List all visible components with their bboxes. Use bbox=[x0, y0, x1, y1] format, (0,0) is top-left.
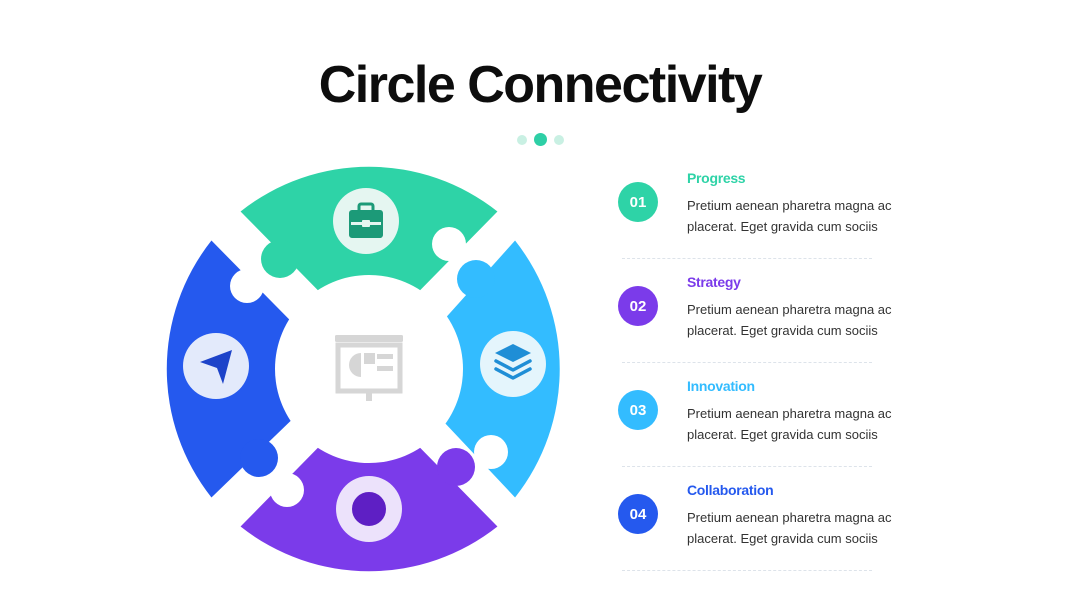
divider bbox=[622, 258, 872, 259]
item-description: Pretium aenean pharetra magna ac placera… bbox=[687, 302, 892, 338]
puzzle-knob bbox=[261, 240, 299, 278]
puzzle-knob bbox=[457, 260, 495, 298]
presentation-board-icon bbox=[335, 335, 403, 401]
divider bbox=[622, 362, 872, 363]
list-item: 03 Innovation Pretium aenean pharetra ma… bbox=[618, 372, 918, 476]
pie-chart-icon bbox=[352, 492, 386, 526]
puzzle-socket bbox=[270, 473, 304, 507]
number-badge: 04 bbox=[618, 494, 658, 534]
item-title: Innovation bbox=[687, 378, 755, 394]
icon-badge bbox=[480, 331, 546, 397]
item-title: Strategy bbox=[687, 274, 741, 290]
number-badge: 03 bbox=[618, 390, 658, 430]
pagination-dot[interactable] bbox=[516, 134, 527, 145]
center-disk bbox=[275, 275, 463, 463]
pagination-dot-active[interactable] bbox=[533, 133, 547, 146]
briefcase-icon bbox=[349, 202, 383, 238]
item-title: Progress bbox=[687, 170, 746, 186]
navigation-arrow-icon bbox=[200, 350, 232, 384]
layers-icon bbox=[494, 344, 532, 380]
list-item: 04 Collaboration Pretium aenean pharetra… bbox=[618, 476, 918, 580]
puzzle-knob bbox=[240, 439, 278, 477]
item-title: Collaboration bbox=[687, 482, 774, 498]
item-description: Pretium aenean pharetra magna ac placera… bbox=[687, 198, 892, 234]
item-description: Pretium aenean pharetra magna ac placera… bbox=[687, 510, 892, 546]
puzzle-socket bbox=[474, 435, 508, 469]
divider bbox=[622, 570, 872, 571]
number-badge: 02 bbox=[618, 286, 658, 326]
list-item: 02 Strategy Pretium aenean pharetra magn… bbox=[618, 268, 918, 372]
feature-list: 01 Progress Pretium aenean pharetra magn… bbox=[618, 164, 918, 580]
page-title: Circle Connectivity bbox=[318, 56, 763, 114]
divider bbox=[622, 466, 872, 467]
pagination-dots bbox=[0, 133, 1080, 146]
puzzle-socket bbox=[230, 269, 264, 303]
list-item: 01 Progress Pretium aenean pharetra magn… bbox=[618, 164, 918, 268]
item-description: Pretium aenean pharetra magna ac placera… bbox=[687, 406, 892, 442]
number-badge: 01 bbox=[618, 182, 658, 222]
pagination-dot[interactable] bbox=[553, 134, 564, 145]
puzzle-socket bbox=[432, 227, 466, 261]
puzzle-knob bbox=[437, 448, 475, 486]
